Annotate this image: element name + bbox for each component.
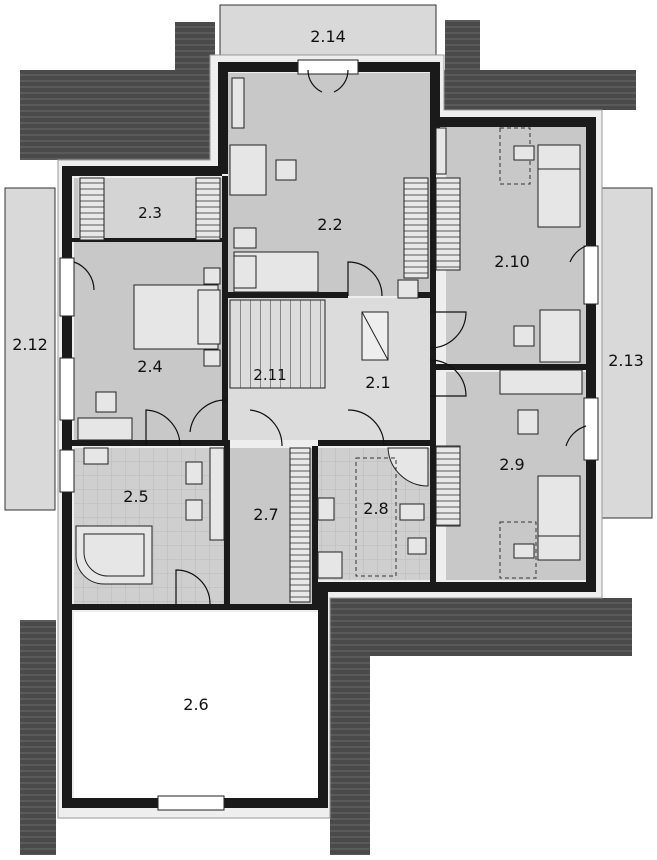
label-2-14: 2.14 (310, 27, 346, 46)
stairs-2-11 (229, 299, 326, 389)
desk-2-10 (539, 309, 581, 363)
roof-areas (20, 20, 636, 855)
label-2-13: 2.13 (608, 351, 644, 370)
label-2-2: 2.2 (317, 215, 342, 234)
label-2-5: 2.5 (123, 487, 148, 506)
desk-2-9 (499, 369, 583, 395)
wardrobe-2-2 (403, 177, 429, 279)
label-2-8: 2.8 (363, 499, 388, 518)
corner-bath (75, 525, 153, 585)
label-2-3: 2.3 (138, 204, 162, 222)
desk-2-2 (229, 144, 267, 196)
shower (387, 447, 429, 487)
label-2-7: 2.7 (253, 505, 278, 524)
label-2-1: 2.1 (365, 373, 390, 392)
label-2-4: 2.4 (137, 357, 162, 376)
doors (73, 69, 587, 605)
wardrobe-2-10 (435, 177, 461, 271)
balconies (4, 4, 653, 519)
label-2-10: 2.10 (494, 252, 530, 271)
balcony-2-14 (219, 4, 437, 58)
label-2-9: 2.9 (499, 455, 524, 474)
label-2-11: 2.11 (253, 366, 286, 384)
label-2-6: 2.6 (183, 695, 208, 714)
label-2-12: 2.12 (12, 335, 48, 354)
desk-2-4 (77, 417, 133, 441)
balcony-2-12 (4, 187, 56, 511)
wardrobe-2-9 (435, 445, 461, 527)
furniture (75, 77, 583, 603)
windows (59, 59, 599, 811)
room-labels: 2.14 2.2 2.10 2.3 2.4 2.11 2.1 2.12 2.13… (12, 27, 644, 714)
room-2-6-fill (74, 612, 320, 802)
balcony-2-13 (601, 187, 653, 519)
